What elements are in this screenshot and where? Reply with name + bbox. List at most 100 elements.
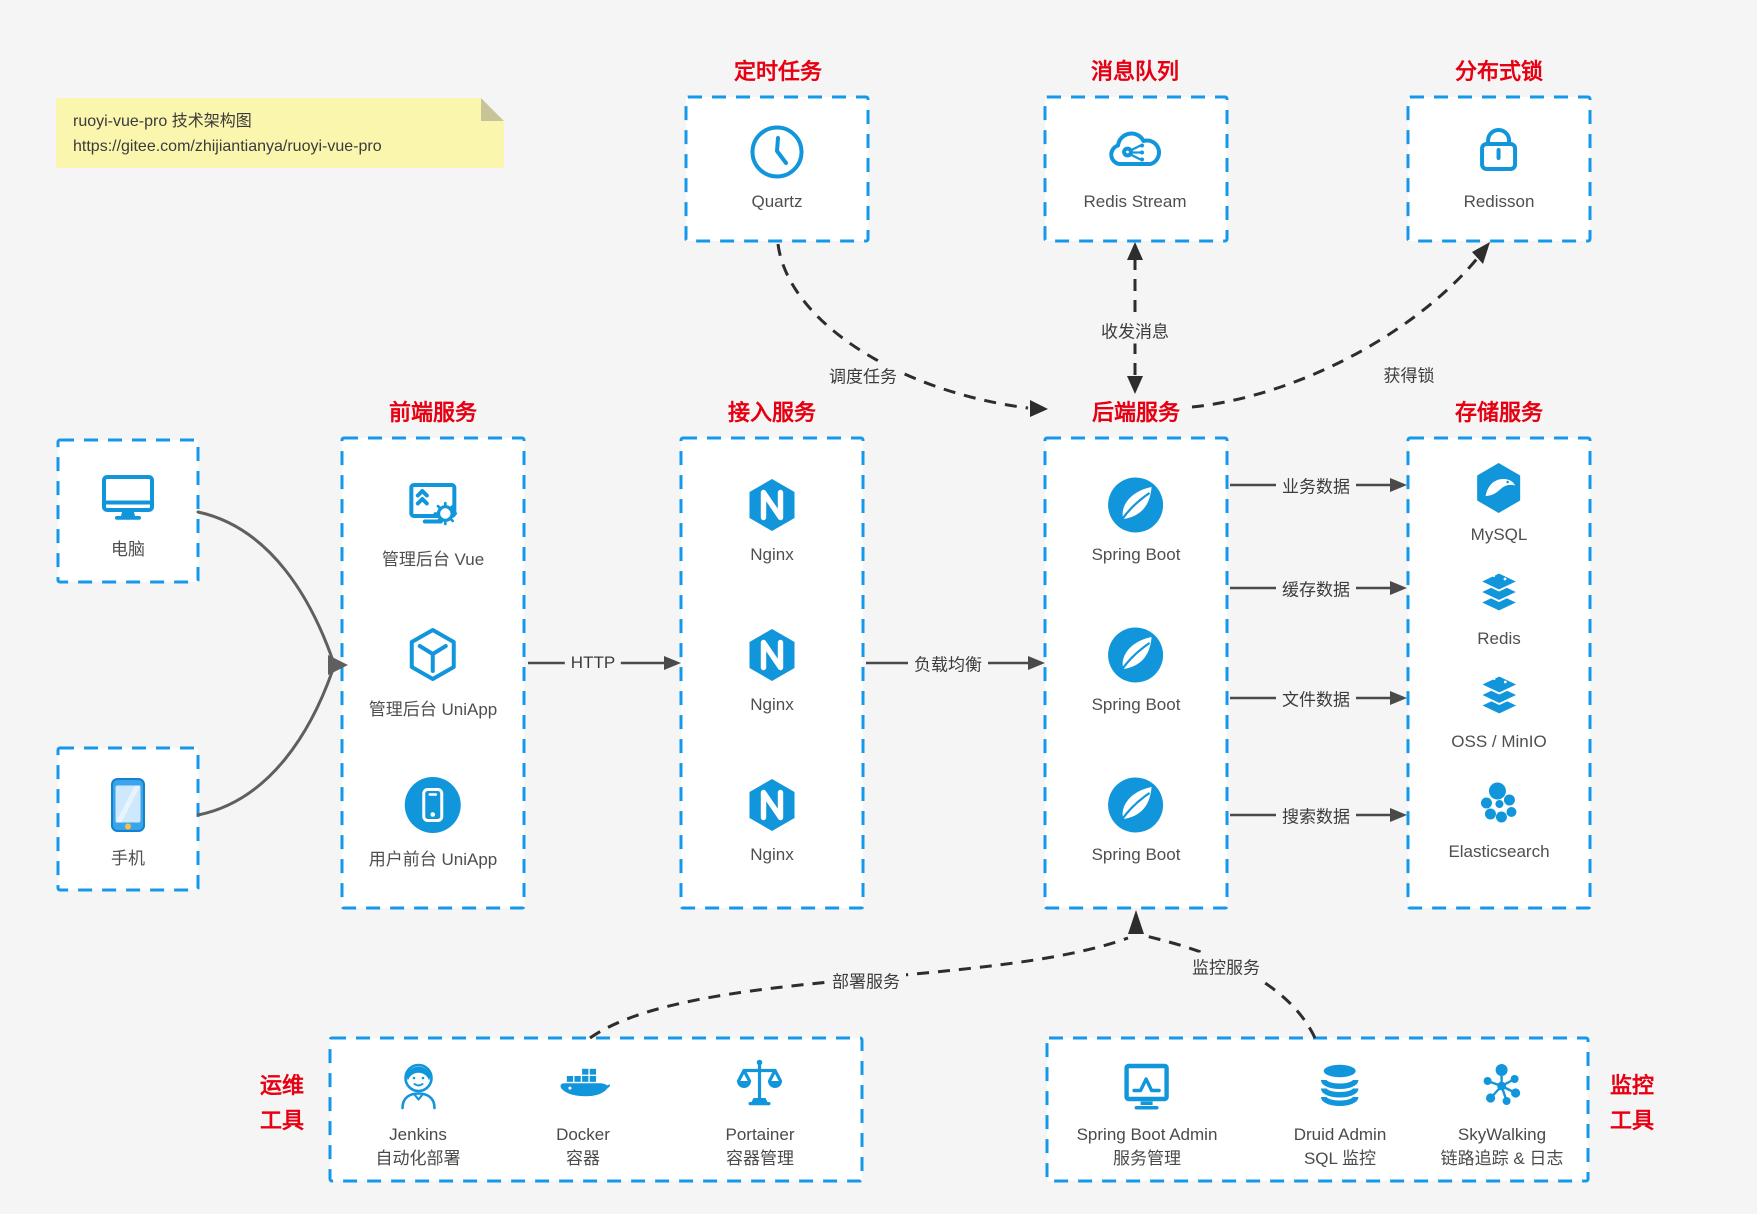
node-label: MySQL xyxy=(1470,525,1528,544)
nginx-icon xyxy=(749,479,795,531)
edge-label-deploy-service: 部署服务 xyxy=(826,966,906,994)
node-label: Elasticsearch xyxy=(1448,842,1550,861)
node-label: Redisson xyxy=(1463,192,1535,211)
label-ops-tools: 运维 工具 xyxy=(259,1073,305,1133)
node-label: Spring Boot xyxy=(1091,695,1181,714)
storage-stack-icon xyxy=(1479,674,1519,716)
tool-name: Druid Admin xyxy=(1293,1125,1387,1144)
tool-desc: SQL 监控 xyxy=(1303,1149,1377,1168)
node-label: Quartz xyxy=(751,192,803,211)
edge-label-acquire-lock: 获得锁 xyxy=(1377,360,1441,388)
node-label: Redis Stream xyxy=(1083,192,1187,211)
tool-name: Spring Boot Admin xyxy=(1076,1125,1218,1144)
redis-stack-icon xyxy=(1479,571,1519,613)
title-backend-service: 后端服务 xyxy=(1091,400,1181,425)
title-message-queue: 消息队列 xyxy=(1090,59,1180,84)
cloud-share-icon xyxy=(1109,131,1162,166)
node-label: Redis xyxy=(1477,629,1521,648)
client-phone: 手机 xyxy=(98,775,158,869)
node-label: Nginx xyxy=(750,695,794,714)
node-springboot-1: Spring Boot xyxy=(1091,474,1181,565)
edge-phone-to-frontend xyxy=(196,670,334,817)
node-user-uniapp: 用户前台 UniApp xyxy=(369,774,497,870)
tool-desc: 容器 xyxy=(566,1149,600,1168)
node-admin-uniapp: 管理后台 UniApp xyxy=(369,624,497,720)
sticky-note: ruoyi-vue-pro 技术架构图 https://gitee.com/zh… xyxy=(56,98,504,168)
title-frontend-service: 前端服务 xyxy=(388,400,478,425)
node-nginx-1: Nginx xyxy=(741,474,803,565)
admin-screen-gear-icon xyxy=(409,483,458,526)
edge-label-schedule-task: 调度任务 xyxy=(823,361,903,389)
tool-desc: 容器管理 xyxy=(725,1149,794,1168)
database-icon xyxy=(1321,1064,1359,1106)
docker-icon xyxy=(560,1068,610,1097)
node-springboot-2: Spring Boot xyxy=(1091,624,1181,715)
node-portainer: Portainer 容器管理 xyxy=(725,1056,794,1171)
tool-name: Jenkins xyxy=(389,1125,447,1144)
tool-desc: 服务管理 xyxy=(1113,1149,1181,1168)
edge-label-business-data: 业务数据 xyxy=(1276,471,1356,499)
tool-desc: 链路追踪 & 日志 xyxy=(1440,1149,1564,1168)
node-docker: Docker 容器 xyxy=(556,1058,610,1171)
node-label: 管理后台 UniApp xyxy=(368,700,498,719)
node-admin-vue: 管理后台 Vue xyxy=(382,474,484,570)
phone-circle-icon xyxy=(404,777,461,833)
clock-icon xyxy=(750,125,804,179)
edge-label-search-data: 搜索数据 xyxy=(1276,801,1356,829)
node-redis-stream: Redis Stream xyxy=(1083,121,1187,212)
node-redisson: Redisson xyxy=(1463,121,1535,212)
node-jenkins: Jenkins 自动化部署 xyxy=(376,1058,461,1171)
node-mysql: MySQL xyxy=(1470,460,1528,545)
topology-icon xyxy=(1483,1064,1521,1105)
note-title: ruoyi-vue-pro 技术架构图 xyxy=(73,113,252,130)
node-label: 用户前台 UniApp xyxy=(368,850,498,869)
monitor-chart-icon xyxy=(1124,1063,1170,1110)
node-oss-minio: OSS / MinIO xyxy=(1451,667,1547,752)
nginx-icon xyxy=(749,779,795,831)
client-label: 电脑 xyxy=(111,540,145,559)
node-redis: Redis xyxy=(1471,564,1527,649)
edge-label-http: HTTP xyxy=(564,652,622,674)
node-label: Nginx xyxy=(750,845,794,864)
tool-name: Docker xyxy=(556,1125,610,1144)
edge-label-load-balance: 负载均衡 xyxy=(908,649,988,677)
node-skywalking: SkyWalking 链路追踪 & 日志 xyxy=(1440,1058,1564,1171)
node-label: Spring Boot xyxy=(1091,545,1181,564)
node-label: OSS / MinIO xyxy=(1451,732,1547,751)
node-label: Spring Boot xyxy=(1091,845,1181,864)
edge-label-monitor-service: 监控服务 xyxy=(1186,952,1266,980)
node-druid-admin: Druid Admin SQL 监控 xyxy=(1293,1058,1387,1171)
spring-boot-icon xyxy=(1108,477,1164,533)
cube-icon xyxy=(409,628,456,681)
title-gateway-service: 接入服务 xyxy=(727,400,817,425)
jenkins-icon xyxy=(400,1063,436,1110)
elasticsearch-cluster-icon xyxy=(1480,782,1516,823)
edge-label-send-receive: 收发消息 xyxy=(1095,316,1175,344)
tool-desc: 自动化部署 xyxy=(375,1149,461,1168)
client-pc: 电脑 xyxy=(99,468,157,560)
node-nginx-2: Nginx xyxy=(741,624,803,715)
edge-label-file-data: 文件数据 xyxy=(1276,684,1356,712)
label-monitor-tools: 监控 工具 xyxy=(1609,1073,1655,1133)
nginx-icon xyxy=(749,629,795,681)
edge-monitor-service xyxy=(1145,934,1317,1039)
edge-label-cache-data: 缓存数据 xyxy=(1276,574,1356,602)
portainer-scales-icon xyxy=(737,1059,783,1106)
spring-boot-icon xyxy=(1108,777,1164,833)
title-storage-service: 存储服务 xyxy=(1454,400,1544,425)
smartphone-icon xyxy=(111,778,145,832)
lock-icon xyxy=(1480,128,1518,171)
node-label: 管理后台 Vue xyxy=(381,550,485,569)
node-elasticsearch: Elasticsearch xyxy=(1448,775,1550,862)
node-spring-boot-admin: Spring Boot Admin 服务管理 xyxy=(1076,1058,1218,1171)
mysql-dolphin-icon xyxy=(1477,463,1521,513)
node-quartz: Quartz xyxy=(746,121,808,212)
edge-pc-to-frontend xyxy=(196,510,334,660)
client-label: 手机 xyxy=(111,849,145,868)
node-label: Nginx xyxy=(750,545,794,564)
tool-name: SkyWalking xyxy=(1457,1125,1547,1144)
node-springboot-3: Spring Boot xyxy=(1091,774,1181,865)
arrowhead-frontend xyxy=(328,655,348,675)
title-scheduled-task: 定时任务 xyxy=(733,59,823,84)
